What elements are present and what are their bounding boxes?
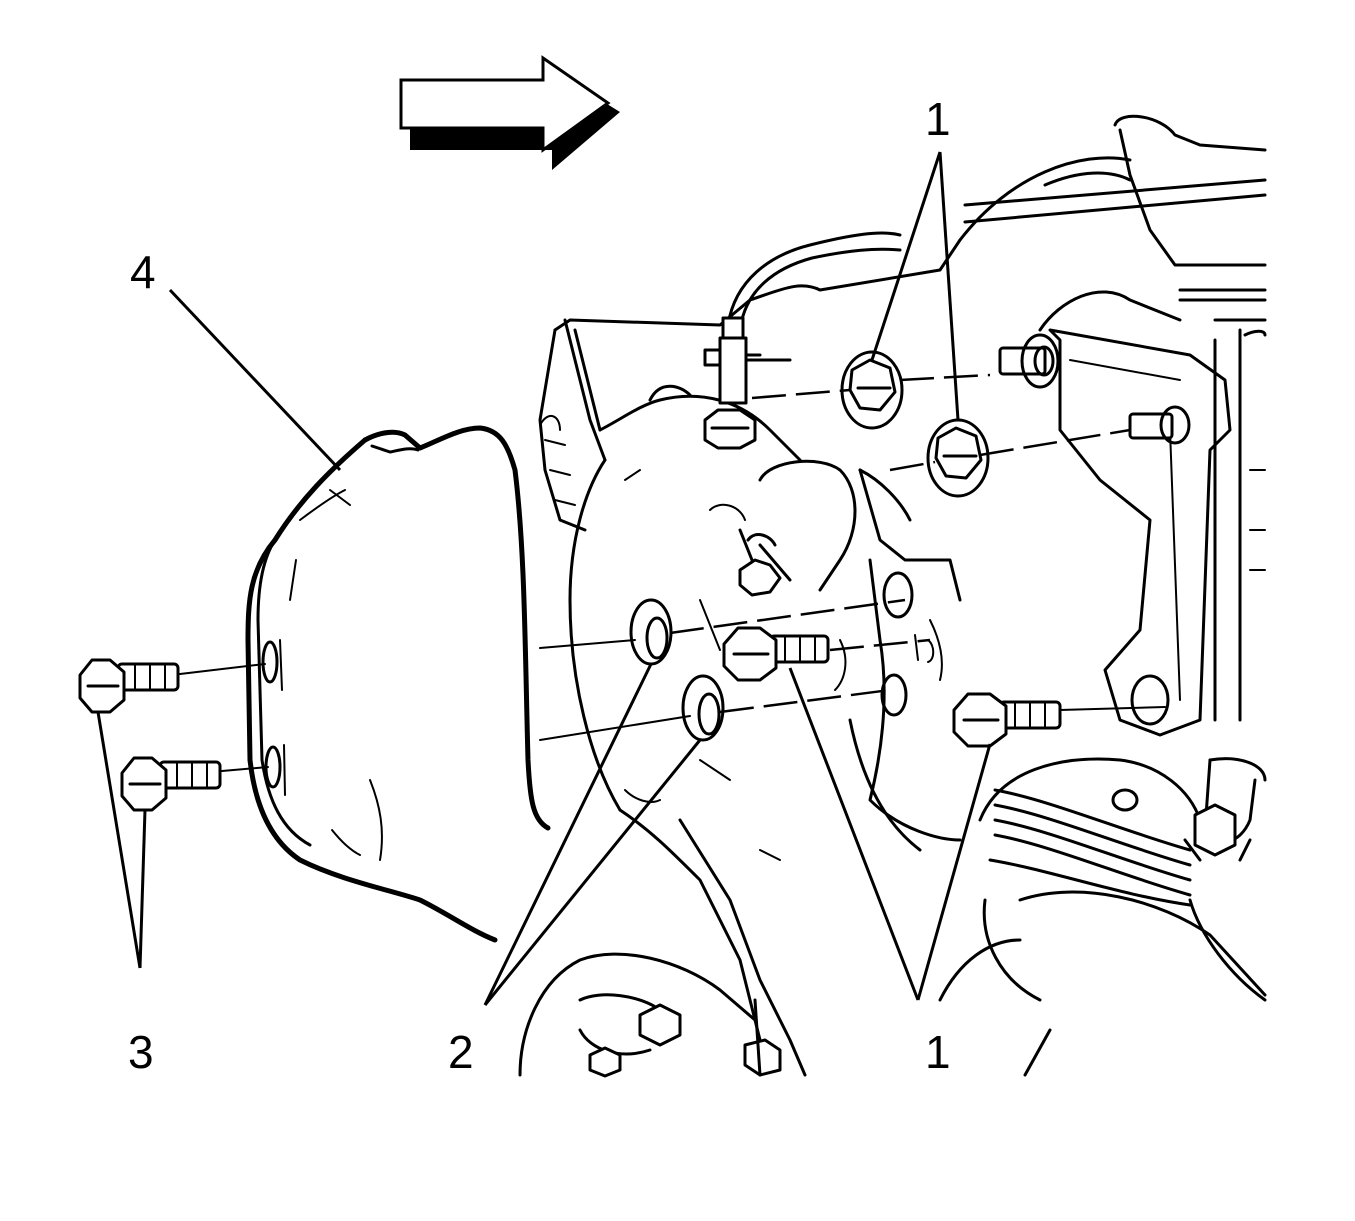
heat-shield-bolt (78, 658, 180, 714)
exhaust-manifold-gasket-washer (681, 674, 725, 742)
exhaust-manifold-nut (926, 418, 990, 498)
manifold-studs (738, 333, 1191, 726)
exhaust-manifold (518, 238, 962, 1078)
callout-2-washers: 2 (448, 1026, 474, 1078)
callout-1-bolts: 1 (925, 1026, 951, 1078)
heat-shield-bolt (120, 756, 222, 812)
arrow-right-icon (399, 55, 620, 170)
exhaust-manifold-bolt (722, 626, 830, 682)
exhaust-manifold-bolt (952, 692, 1062, 748)
callout-3-shield-bolts: 3 (128, 1026, 154, 1078)
exhaust-manifold-gasket-washer (629, 598, 673, 666)
callout-1-nuts: 1 (925, 93, 951, 145)
leader-lines (96, 151, 992, 1006)
alignment-lines (179, 373, 1166, 772)
callout-4-heat-shield: 4 (130, 246, 156, 298)
oxygen-sensor (703, 231, 902, 450)
heat-shield (245, 425, 551, 943)
exhaust-manifold-nut (840, 350, 904, 430)
engine-assembly (938, 114, 1267, 1077)
